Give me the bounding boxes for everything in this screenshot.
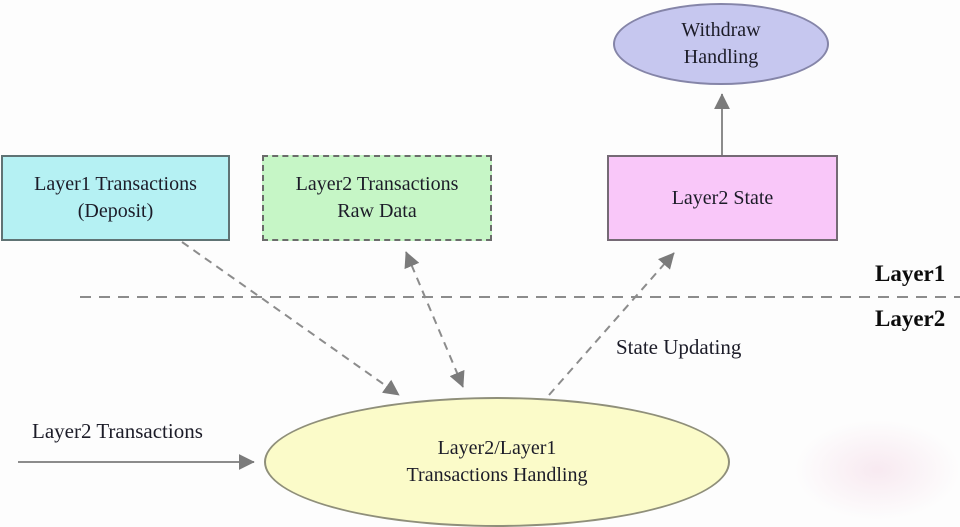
watermark: [795, 420, 960, 520]
node-label-line: (Deposit): [77, 200, 154, 222]
layer1-transactions-node: Layer1 Transactions (Deposit): [1, 155, 230, 241]
arrow-deposit-to-handling: [181, 241, 400, 396]
layer2-state-node: Layer2 State: [607, 155, 838, 241]
arrow-handling-rawdata-bidirectional: [404, 251, 465, 388]
layer2-raw-data-node: Layer2 Transactions Raw Data: [262, 155, 492, 241]
state-updating-edge-label: State Updating: [616, 335, 742, 359]
transactions-handling-node: Layer2/Layer1 Transactions Handling: [264, 397, 730, 527]
node-label-line: Withdraw: [681, 19, 761, 42]
withdraw-handling-node: Withdraw Handling: [613, 3, 829, 85]
node-label-line: Layer2 Transactions: [295, 173, 459, 196]
node-label-line: Layer2 State: [671, 186, 774, 209]
node-label-line: Layer2/Layer1: [437, 437, 557, 460]
layer1-side-label: Layer1: [875, 261, 946, 286]
node-label-line: Layer1 Transactions: [34, 173, 197, 196]
layer2-transactions-edge-label: Layer2 Transactions: [32, 419, 203, 443]
node-label-line: Handling: [683, 46, 759, 68]
layer2-side-label: Layer2: [875, 306, 946, 331]
node-label-line: Raw Data: [337, 200, 417, 222]
node-label-line: Transactions Handling: [406, 464, 588, 486]
arrow-state-updating: [548, 252, 675, 396]
